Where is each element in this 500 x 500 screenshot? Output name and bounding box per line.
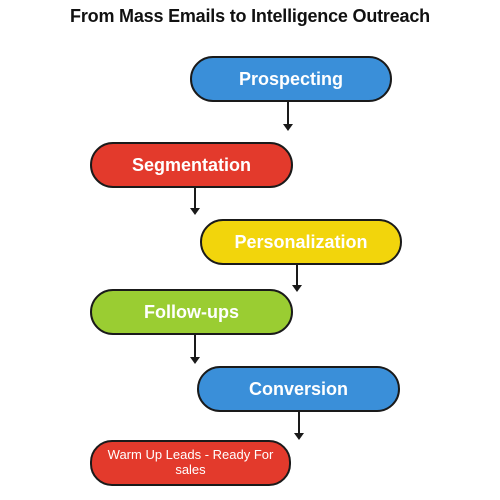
connector-line-2 — [194, 188, 196, 208]
step-prospecting: Prospecting — [190, 56, 392, 102]
step-conversion: Conversion — [197, 366, 400, 412]
arrowhead-3 — [292, 285, 302, 292]
connector-line-4 — [194, 335, 196, 357]
step-follow-ups: Follow-ups — [90, 289, 293, 335]
arrowhead-2 — [190, 208, 200, 215]
arrowhead-5 — [294, 433, 304, 440]
step-warm-up-leads: Warm Up Leads - Ready For sales — [90, 440, 291, 486]
step-personalization: Personalization — [200, 219, 402, 265]
step-segmentation: Segmentation — [90, 142, 293, 188]
connector-line-1 — [287, 102, 289, 124]
diagram-title: From Mass Emails to Intelligence Outreac… — [70, 6, 430, 26]
connector-line-3 — [296, 265, 298, 285]
arrowhead-1 — [283, 124, 293, 131]
arrowhead-4 — [190, 357, 200, 364]
connector-line-5 — [298, 412, 300, 433]
